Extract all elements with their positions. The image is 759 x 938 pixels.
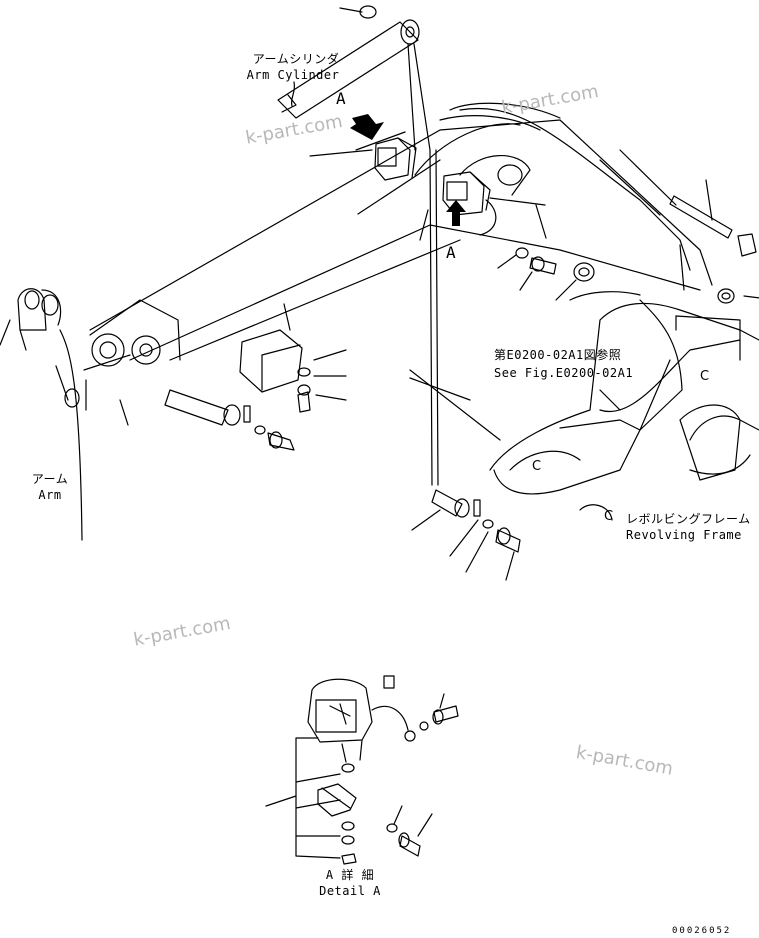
arm-label-en: Arm (38, 488, 62, 502)
junction-box (239, 303, 347, 413)
arm-cylinder (277, 5, 431, 151)
see-fig-label-jp: 第E0200-02A1図参照 (494, 348, 622, 362)
work-light-upper (309, 123, 521, 181)
drawing-number: 00026052 (672, 926, 732, 936)
revolving-frame: C C C (489, 291, 759, 524)
boom-foot-pin (164, 389, 295, 451)
view-a-lower-label: A (446, 243, 457, 262)
detail-a-label-jp: A 詳 細 (325, 868, 375, 882)
svg-text:C: C (532, 459, 541, 474)
arm-cylinder-label-jp: アームシリンダ (252, 52, 340, 66)
view-arrow-a (446, 200, 466, 226)
revolving-frame-label-en: Revolving Frame (626, 528, 742, 542)
work-light-a (442, 171, 546, 236)
vertical-hose (409, 149, 501, 486)
detail-a-assembly (265, 675, 459, 865)
svg-text:C: C (700, 369, 709, 384)
arm (0, 288, 131, 541)
see-fig-label-en: See Fig.E0200-02A1 (494, 366, 634, 380)
revolving-frame-label-jp: レボルビングフレーム (626, 512, 751, 526)
view-arrow-upper (350, 114, 384, 140)
lower-pin-assembly (411, 489, 521, 581)
svg-text:C: C (604, 509, 613, 524)
view-a-upper-label: A (336, 89, 347, 108)
arm-label-jp: アーム (31, 472, 69, 486)
boom (89, 102, 713, 367)
detail-a-label-en: Detail A (319, 884, 381, 898)
hardware-a (497, 247, 595, 301)
arm-cylinder-label-en: Arm Cylinder (246, 68, 340, 82)
hardware-upper-right (669, 179, 759, 304)
